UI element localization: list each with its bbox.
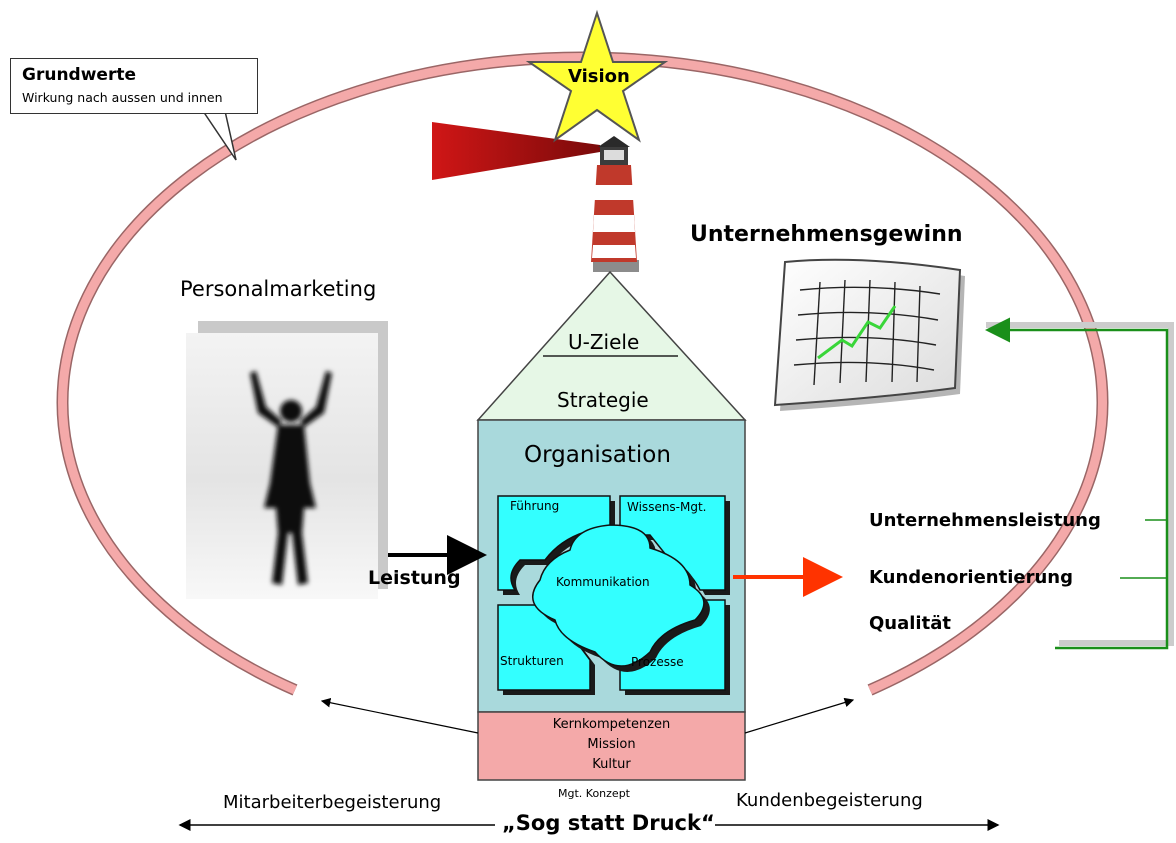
lighthouse-icon	[591, 136, 639, 272]
diag-arrow-left	[320, 697, 479, 734]
callout-pointer	[202, 110, 237, 161]
house-base-text: Kernkompetenzen Mission Kultur	[478, 715, 745, 775]
base-mission: Mission	[587, 737, 636, 752]
puzzle-prozesse: Prozesse	[631, 655, 684, 669]
callout-subtext: Wirkung nach aussen und innen	[22, 90, 223, 105]
organisation-label: Organisation	[524, 442, 671, 468]
mgt-konzept-label: Mgt. Konzept	[558, 787, 630, 800]
vision-star-icon	[525, 9, 669, 143]
house-base	[477, 711, 746, 781]
kundenbegeisterung-label: Kundenbegeisterung	[736, 790, 923, 811]
base-kernkompetenzen: Kernkompetenzen	[552, 717, 671, 732]
puzzle-wissens-mgt: Wissens-Mgt.	[627, 500, 707, 514]
feedback-arrow	[985, 317, 1174, 650]
roof-bottom-label: Strategie	[557, 388, 649, 412]
mitarbeiterbegeisterung-label: Mitarbeiterbegeisterung	[223, 792, 442, 813]
diag-arrow-right	[744, 697, 855, 734]
unternehmensgewinn-label: Unternehmensgewinn	[690, 222, 963, 247]
roof-top-label: U-Ziele	[568, 330, 640, 354]
vision-label: Vision	[568, 66, 630, 87]
slogan-label: „Sog statt Druck“	[502, 811, 715, 835]
puzzle-strukturen: Strukturen	[500, 654, 564, 668]
lighthouse-beam	[432, 122, 600, 180]
person-silhouette-icon	[250, 371, 332, 585]
puzzle-kommunikation: Kommunikation	[556, 575, 650, 589]
puzzle-fuehrung: Führung	[510, 499, 560, 513]
callout-heading: Grundwerte	[22, 65, 136, 85]
person-photo	[186, 333, 378, 599]
profit-chart-icon	[773, 258, 965, 411]
outcome-qualitaet: Qualität	[869, 613, 951, 634]
grundwerte-callout: Grundwerte Wirkung nach aussen und innen	[10, 58, 258, 114]
leistung-label: Leistung	[368, 567, 461, 589]
personalmarketing-label: Personalmarketing	[180, 277, 377, 301]
outcome-kundenorientierung: Kundenorientierung	[869, 567, 1073, 588]
base-kultur: Kultur	[592, 757, 631, 772]
puzzle-pieces	[497, 495, 730, 695]
outcome-unternehmensleistung: Unternehmensleistung	[869, 510, 1101, 531]
